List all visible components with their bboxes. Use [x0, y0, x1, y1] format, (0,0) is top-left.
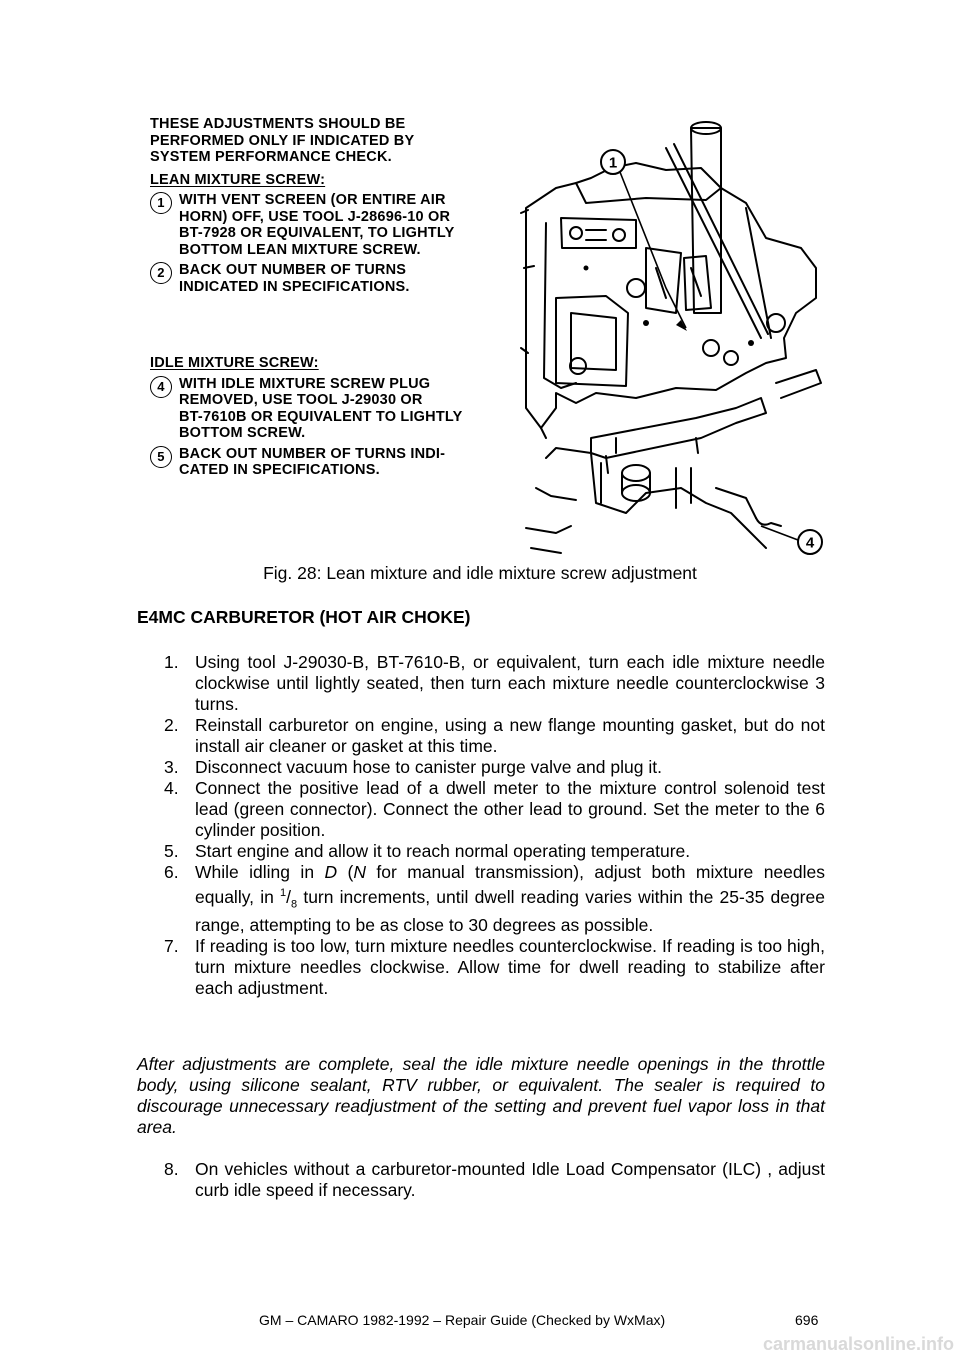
figure-instructions: THESE ADJUSTMENTS SHOULD BE PERFORMED ON…	[150, 116, 520, 479]
step-line: BT-7610B OR EQUIVALENT TO LIGHTLY	[179, 408, 463, 425]
step-line: WITH VENT SCREEN (OR ENTIRE AIR	[179, 192, 446, 208]
step-number: 2.	[164, 715, 179, 735]
figure-step-5: 5 BACK OUT NUMBER OF TURNS INDI- CATED I…	[150, 445, 520, 479]
list-item: 8. On vehicles without a carburetor-mount…	[137, 1159, 825, 1201]
sealing-note: After adjustments are complete, seal the…	[137, 1054, 825, 1137]
step-text: Start engine and allow it to reach norma…	[195, 841, 691, 861]
idle-mixture-header: IDLE MIXTURE SCREW:	[150, 355, 319, 371]
list-item: 1. Using tool J-29030-B, BT-7610-B, or eq…	[137, 652, 825, 715]
step-line: CATED IN SPECIFICATIONS.	[179, 462, 380, 478]
lean-mixture-header: LEAN MIXTURE SCREW:	[150, 171, 326, 188]
callout-label: 4	[806, 535, 815, 552]
callout-circle	[797, 529, 823, 555]
list-item: 7. If reading is too low, turn mixture ne…	[137, 936, 825, 999]
step-number: 7.	[164, 936, 179, 957]
list-item: 2. Reinstall carburetor on engine, using …	[137, 715, 825, 757]
gear-d: D	[324, 862, 338, 882]
step-text: While idling in D (N for manual transmis…	[195, 862, 825, 936]
step-line: BACK OUT NUMBER OF TURNS	[179, 262, 407, 278]
step-line: HORN) OFF, USE TOOL J-28696-10 OR	[179, 208, 451, 225]
page-number: 696	[795, 1312, 819, 1328]
step-number-circle: 1	[150, 192, 172, 214]
step-line: BOTTOM LEAN MIXTURE SCREW.	[179, 241, 421, 258]
section-title: E4MC CARBURETOR (HOT AIR CHOKE)	[137, 607, 471, 627]
step-number-circle: 4	[150, 375, 172, 398]
callout-circle	[600, 149, 626, 175]
procedure-step-8: 8. On vehicles without a carburetor-mount…	[137, 1159, 825, 1201]
step-text: Using tool J-29030-B, BT-7610-B, or equi…	[195, 652, 825, 714]
step-number-circle: 2	[150, 262, 172, 284]
watermark: carmanualsonline.info	[762, 1334, 954, 1354]
step-text: Connect the positive lead of a dwell met…	[195, 778, 825, 840]
step-number: 6.	[164, 862, 179, 882]
step-text: Reinstall carburetor on engine, using a …	[195, 715, 825, 756]
step-number: 3.	[164, 757, 179, 777]
step-text: On vehicles without a carburetor-mounted…	[195, 1159, 825, 1200]
list-item: 6. While idling in D (N for manual transm…	[137, 862, 825, 936]
callout-1: 1	[600, 149, 687, 331]
procedure-steps: 1. Using tool J-29030-B, BT-7610-B, or eq…	[137, 652, 825, 999]
step-number: 4.	[164, 778, 179, 798]
callout-label: 1	[609, 155, 617, 172]
step-line: REMOVED, USE TOOL J-29030 OR	[179, 392, 423, 408]
figure-intro: THESE ADJUSTMENTS SHOULD BE PERFORMED ON…	[150, 116, 520, 166]
step-line: BOTTOM SCREW.	[179, 425, 306, 441]
list-item: 3. Disconnect vacuum hose to canister pur…	[137, 757, 825, 778]
footer-title: GM – CAMARO 1982-1992 – Repair Guide (Ch…	[259, 1312, 666, 1328]
figure-caption: Fig. 28: Lean mixture and idle mixture s…	[263, 563, 697, 583]
gear-n: N	[353, 862, 366, 882]
step-text: If reading is too low, turn mixture need…	[195, 936, 825, 999]
figure-28: THESE ADJUSTMENTS SHOULD BE PERFORMED ON…	[138, 108, 838, 560]
figure-step-2: 2 BACK OUT NUMBER OF TURNS INDICATED IN …	[150, 262, 520, 295]
step-number: 8.	[164, 1159, 179, 1179]
list-item: 4. Connect the positive lead of a dwell m…	[137, 778, 825, 841]
intro-line: PERFORMED ONLY IF INDICATED BY	[150, 132, 415, 149]
intro-line: THESE ADJUSTMENTS SHOULD BE	[150, 116, 406, 132]
step-number: 5.	[164, 841, 179, 861]
step-line: WITH IDLE MIXTURE SCREW PLUG	[179, 375, 431, 392]
step-line: BACK OUT NUMBER OF TURNS INDI-	[179, 445, 446, 462]
intro-line: SYSTEM PERFORMANCE CHECK.	[150, 149, 392, 165]
carburetor-illustration: 1 4	[520, 121, 823, 555]
step-line: INDICATED IN SPECIFICATIONS.	[179, 278, 410, 295]
step-text: Disconnect vacuum hose to canister purge…	[195, 757, 662, 777]
figure-step-4: 4 WITH IDLE MIXTURE SCREW PLUG REMOVED, …	[150, 375, 520, 442]
figure-step-1: 1 WITH VENT SCREEN (OR ENTIRE AIR HORN) …	[150, 192, 520, 258]
list-item: 5. Start engine and allow it to reach nor…	[137, 841, 825, 862]
callout-4: 4	[760, 525, 823, 555]
step-number: 1.	[164, 652, 179, 672]
step-line: BT-7928 OR EQUIVALENT, TO LIGHTLY	[179, 225, 455, 241]
step-number-circle: 5	[150, 445, 172, 468]
